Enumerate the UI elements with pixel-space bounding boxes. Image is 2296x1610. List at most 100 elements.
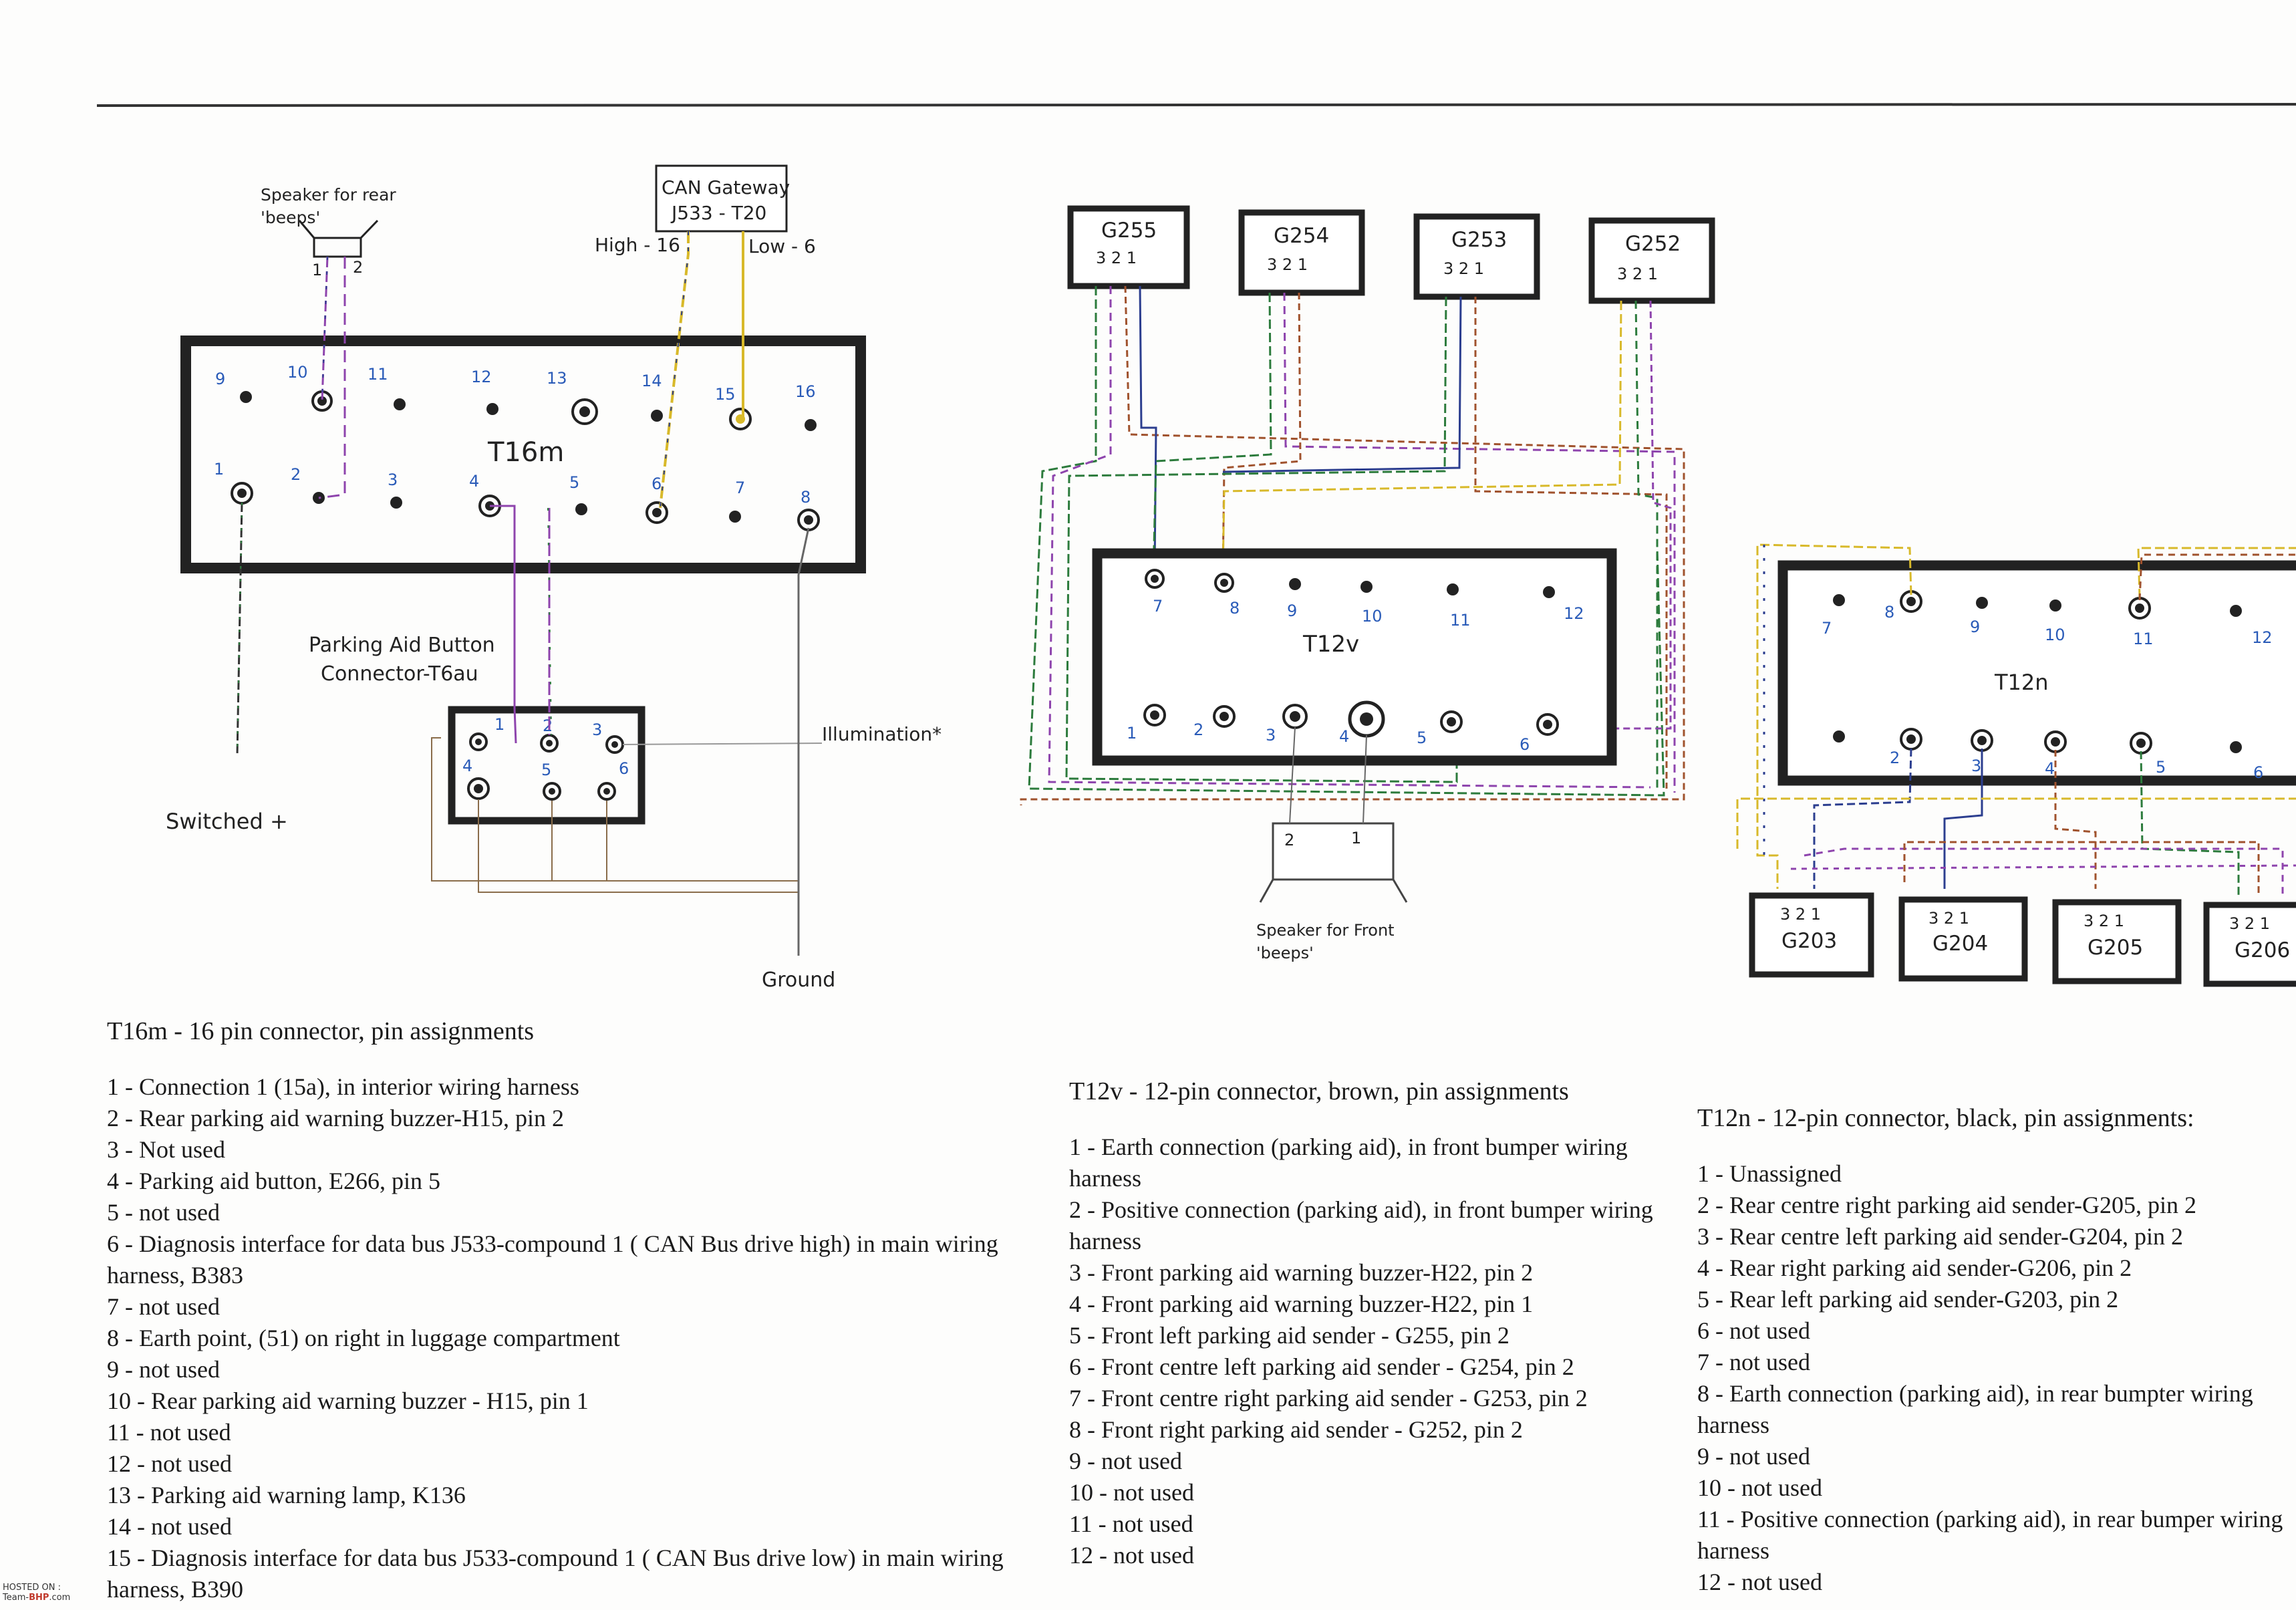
list-item: 11 - Positive connection (parking aid), … <box>1697 1506 2283 1564</box>
svg-text:G255: G255 <box>1101 219 1157 243</box>
svg-text:6: 6 <box>1520 735 1530 754</box>
list-item: 5 - Rear left parking aid sender-G203, p… <box>1697 1286 2119 1313</box>
list-item: 1 - Earth connection (parking aid), in f… <box>1069 1133 1628 1192</box>
svg-text:11: 11 <box>2133 630 2154 648</box>
svg-text:Speaker for Front: Speaker for Front <box>1256 921 1395 940</box>
list-item: 7 - not used <box>107 1293 220 1320</box>
svg-text:1: 1 <box>1351 829 1361 847</box>
t12n-connector: T12n 7 8 9 10 11 12 2 3 4 5 6 <box>1777 560 2296 786</box>
list-item: 13 - Parking aid warning lamp, K136 <box>107 1482 466 1508</box>
svg-text:7: 7 <box>735 479 745 497</box>
svg-text:3 2 1: 3 2 1 <box>1780 905 1821 924</box>
list-item: 3 - Rear centre left parking aid sender-… <box>1697 1223 2184 1250</box>
site-watermark: HOSTED ON : Team-BHP.com <box>3 1583 71 1603</box>
sensor-g254: G254 3 2 1 <box>1238 209 1365 296</box>
t16m-pins-top: 9 10 11 12 13 14 15 16 1 2 3 4 5 6 7 8 <box>214 363 816 507</box>
svg-text:G253: G253 <box>1451 228 1507 252</box>
svg-text:4: 4 <box>469 472 479 491</box>
svg-text:2: 2 <box>1890 749 1900 767</box>
list-item: 9 - not used <box>1697 1443 1810 1470</box>
list-item: 10 - Rear parking aid warning buzzer - H… <box>107 1387 589 1414</box>
svg-text:Parking Aid Button: Parking Aid Button <box>309 634 495 657</box>
svg-text:10: 10 <box>2045 626 2065 644</box>
svg-text:CAN Gateway: CAN Gateway <box>662 176 790 198</box>
top-rule <box>96 103 2296 107</box>
svg-text:G252: G252 <box>1625 232 1681 256</box>
list-item: 9 - not used <box>1069 1448 1182 1474</box>
t12n-label: T12n <box>1994 670 2049 695</box>
svg-text:9: 9 <box>1970 618 1980 636</box>
sensor-g253: G253 3 2 1 <box>1413 213 1540 300</box>
t16m-pin-dots <box>231 390 820 531</box>
svg-text:1: 1 <box>1127 724 1137 743</box>
svg-text:16: 16 <box>795 382 816 401</box>
list-item: 14 - not used <box>107 1513 232 1540</box>
t12v-pin-list: T12v - 12-pin connector, brown, pin assi… <box>1069 1076 1697 1571</box>
svg-text:7: 7 <box>1153 597 1163 616</box>
front-sensor-wiring <box>1020 285 1685 805</box>
svg-text:3: 3 <box>1971 757 1981 775</box>
svg-text:3 2 1: 3 2 1 <box>1267 255 1308 274</box>
svg-text:Speaker for rear: Speaker for rear <box>261 185 396 205</box>
t12v-list-title: T12v - 12-pin connector, brown, pin assi… <box>1069 1077 1569 1105</box>
svg-text:G204: G204 <box>1932 932 1988 956</box>
list-item: 3 - Front parking aid warning buzzer-H22… <box>1069 1259 1534 1286</box>
svg-text:1: 1 <box>312 261 322 279</box>
list-item: 3 - Not used <box>107 1136 225 1163</box>
svg-text:G206: G206 <box>2235 938 2290 962</box>
sensor-g206: 3 2 1 G206 <box>2203 902 2296 987</box>
svg-text:7: 7 <box>1822 619 1832 638</box>
svg-text:4: 4 <box>1339 727 1349 746</box>
list-item: 2 - Rear parking aid warning buzzer-H15,… <box>107 1105 565 1131</box>
svg-text:5: 5 <box>1417 728 1427 747</box>
front-sensors: G255 3 2 1 G254 3 2 1 G253 3 2 1 G252 3 … <box>1067 205 1715 304</box>
parking-aid-button-connector: Parking Aid Button Connector-T6au 1 2 3 … <box>309 634 645 825</box>
t16m-connector: T16m <box>180 336 866 573</box>
svg-text:5: 5 <box>569 473 579 492</box>
svg-text:3 2 1: 3 2 1 <box>1443 259 1484 278</box>
list-item: 6 - Diagnosis interface for data bus J53… <box>107 1230 998 1289</box>
sensor-g204: 3 2 1 G204 <box>1898 896 2028 982</box>
list-item: 15 - Diagnosis interface for data bus J5… <box>107 1545 1004 1603</box>
list-item: 11 - not used <box>1069 1510 1193 1537</box>
svg-text:3 2 1: 3 2 1 <box>1096 249 1137 267</box>
ground-label: Ground <box>762 968 835 992</box>
svg-text:G205: G205 <box>2088 936 2143 960</box>
list-item: 6 - not used <box>1697 1317 1810 1344</box>
sensor-g205: 3 2 1 G205 <box>2052 899 2182 984</box>
can-high-label: High - 16 <box>595 234 680 256</box>
rear-sensor-wiring <box>1736 543 2296 896</box>
svg-text:6: 6 <box>652 475 662 493</box>
svg-text:1: 1 <box>494 715 505 734</box>
list-item: 8 - Earth connection (parking aid), in r… <box>1697 1380 2253 1438</box>
list-item: 12 - not used <box>1069 1542 1194 1569</box>
sensor-g203: 3 2 1 G203 <box>1749 892 1874 978</box>
svg-text:Connector-T6au: Connector-T6au <box>321 662 478 686</box>
list-item: 7 - Front centre right parking aid sende… <box>1069 1385 1588 1412</box>
svg-text:13: 13 <box>547 369 567 388</box>
list-item: 5 - Front left parking aid sender - G255… <box>1069 1322 1510 1349</box>
svg-text:5: 5 <box>2156 758 2166 777</box>
svg-text:6: 6 <box>2253 763 2263 782</box>
svg-text:8: 8 <box>801 488 811 507</box>
list-item: 10 - not used <box>1069 1479 1194 1506</box>
t16m-pin-list: T16m - 16 pin connector, pin assignments… <box>107 1016 1049 1605</box>
svg-text:G203: G203 <box>1781 929 1837 953</box>
list-item: 7 - not used <box>1697 1349 1810 1375</box>
svg-text:3 2 1: 3 2 1 <box>2084 912 2124 930</box>
t12v-label: T12v <box>1302 631 1359 658</box>
svg-text:5: 5 <box>541 761 551 779</box>
svg-text:2: 2 <box>1193 720 1203 739</box>
list-item: 4 - Parking aid button, E266, pin 5 <box>107 1168 440 1194</box>
svg-text:'beeps': 'beeps' <box>261 208 320 227</box>
t16m-list-title: T16m - 16 pin connector, pin assignments <box>107 1017 535 1045</box>
svg-text:11: 11 <box>368 365 388 384</box>
list-item: 8 - Earth point, (51) on right in luggag… <box>107 1325 620 1351</box>
list-item: 2 - Rear centre right parking aid sender… <box>1697 1192 2197 1218</box>
list-item: 10 - not used <box>1697 1474 1822 1501</box>
svg-text:2: 2 <box>1284 831 1294 849</box>
svg-text:15: 15 <box>715 385 736 404</box>
svg-text:4: 4 <box>462 757 472 775</box>
list-item: 6 - Front centre left parking aid sender… <box>1069 1353 1574 1380</box>
